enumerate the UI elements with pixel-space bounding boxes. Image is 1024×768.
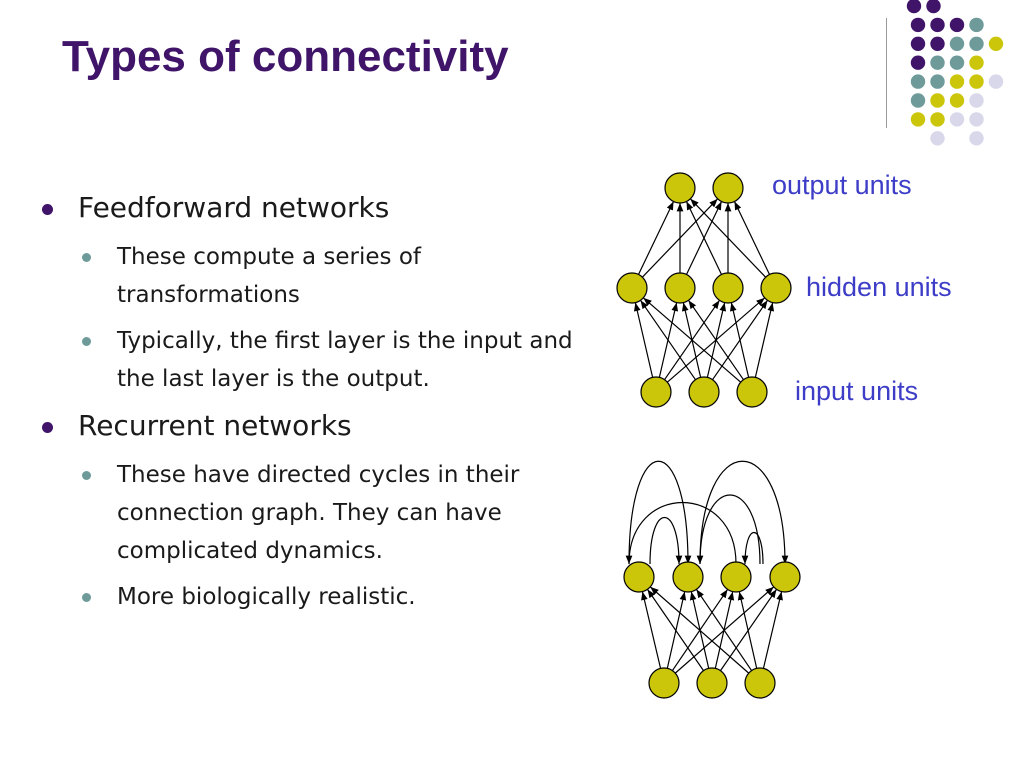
decorative-dot-grid — [906, 0, 1004, 146]
input-unit-node — [640, 376, 672, 408]
recurrent-hidden-node — [720, 561, 752, 593]
sub-bullet-directed-cycles: These have directed cycles in their conn… — [40, 456, 580, 570]
sub-bullet-first-last-layer: Typically, the first layer is the input … — [40, 322, 580, 398]
recurrent-connection — [628, 460, 692, 565]
output-unit-node — [664, 172, 696, 204]
connection-arrow — [647, 589, 704, 671]
decorative-dot — [910, 74, 926, 89]
connection-arrow — [688, 299, 744, 381]
label-input-units: input units — [795, 376, 919, 406]
recurrent-input-node — [744, 667, 776, 699]
input-unit-node — [688, 376, 720, 408]
decorative-dot — [949, 112, 965, 127]
decorative-dot — [988, 74, 1004, 89]
recurrent-input-node — [648, 667, 680, 699]
decorative-dot — [910, 93, 926, 108]
recurrent-hidden-node — [769, 561, 801, 593]
recurrent-connection — [699, 460, 789, 565]
connection-arrow — [762, 591, 783, 669]
decorative-dot — [930, 93, 945, 108]
decorative-dot — [926, 0, 941, 14]
sub-bullet-series-transformations: These compute a series of transformation… — [40, 238, 580, 314]
decorative-dot — [910, 36, 926, 51]
hidden-unit-node — [616, 272, 648, 304]
connection-arrow — [640, 299, 696, 381]
decorative-dot — [930, 74, 945, 89]
decorative-dot — [930, 17, 945, 33]
hidden-unit-node — [712, 272, 744, 304]
connection-arrow — [733, 201, 771, 275]
label-hidden-units: hidden units — [806, 272, 952, 302]
recurrent-connection — [625, 502, 737, 565]
decorative-dot — [930, 131, 945, 146]
connection-arrow — [737, 591, 758, 669]
hidden-unit-node — [760, 272, 792, 304]
hidden-unit-node — [664, 272, 696, 304]
slide-title: Types of connectivity — [62, 32, 509, 81]
connection-arrow — [642, 297, 742, 383]
connection-arrow — [633, 302, 654, 378]
decorative-dot — [969, 93, 984, 108]
sub-bullet-biologically-realistic: More biologically realistic. — [40, 578, 580, 616]
decorative-dot — [949, 17, 965, 33]
output-unit-node — [712, 172, 744, 204]
title-divider — [886, 18, 887, 128]
decorative-dot — [949, 36, 965, 51]
recurrent-connection — [696, 494, 761, 565]
recurrent-hidden-node — [623, 561, 655, 593]
bullet-recurrent: Recurrent networks — [40, 406, 580, 446]
recurrent-connection — [741, 532, 764, 565]
decorative-dot — [930, 55, 945, 70]
connection-arrow — [754, 302, 775, 378]
recurrent-input-node — [696, 667, 728, 699]
connection-arrow — [695, 589, 753, 671]
decorative-dot — [969, 55, 984, 70]
decorative-dot — [969, 36, 984, 51]
connection-arrow — [729, 302, 750, 378]
decorative-dot — [988, 36, 1004, 51]
recurrent-hidden-node — [672, 561, 704, 593]
bullet-feedforward: Feedforward networks — [40, 188, 580, 228]
decorative-dot — [969, 74, 984, 89]
input-unit-node — [736, 376, 768, 408]
decorative-dot — [969, 131, 984, 146]
decorative-dot — [930, 112, 945, 127]
decorative-dot — [969, 17, 984, 33]
decorative-dot — [910, 17, 926, 33]
decorative-dot — [906, 0, 922, 14]
decorative-dot — [969, 112, 984, 127]
decorative-dot — [949, 55, 965, 70]
recurrent-connection — [649, 517, 683, 565]
connection-arrow — [637, 201, 675, 275]
connection-arrow — [689, 198, 767, 278]
decorative-dot — [949, 74, 965, 89]
bullet-list: Feedforward networks These compute a ser… — [40, 188, 580, 624]
decorative-dot — [930, 36, 945, 51]
decorative-dot — [910, 55, 926, 70]
connection-arrow — [641, 591, 662, 669]
connection-arrow — [649, 586, 750, 674]
label-output-units: output units — [772, 170, 912, 200]
decorative-dot — [910, 112, 926, 127]
connection-arrow — [685, 201, 723, 275]
decorative-dot — [949, 93, 965, 108]
